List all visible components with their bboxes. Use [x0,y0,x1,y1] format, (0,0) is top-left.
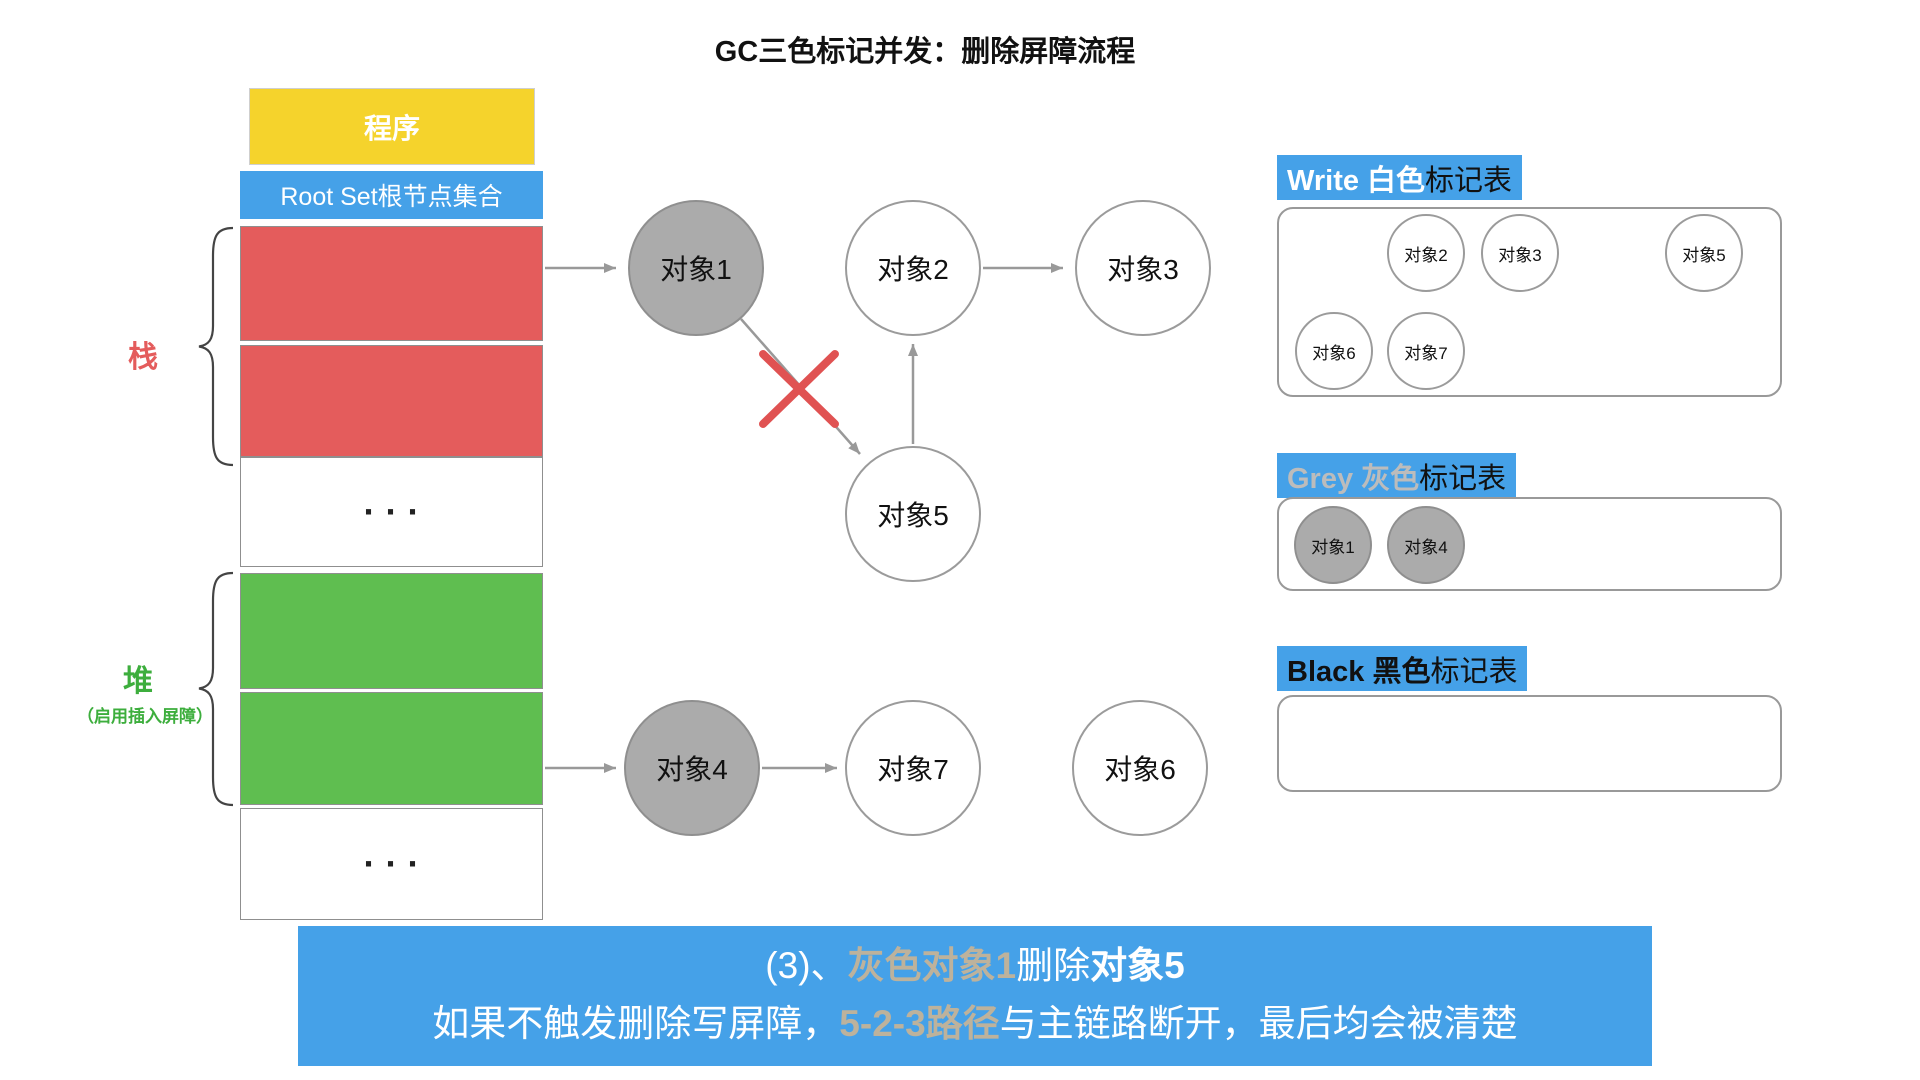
grey-table-item-obj4: 对象4 [1387,506,1465,584]
white-table-title-strong: Write 白色 [1287,164,1426,197]
node-obj3: 对象3 [1075,200,1211,336]
caption-line2-end: 与主链路断开，最后均会被清楚 [999,1003,1518,1044]
node-obj7-label: 对象7 [877,754,949,785]
white-table-item-obj7: 对象7 [1387,312,1465,390]
caption-line1-strong: 对象5 [1090,945,1185,986]
stack-slot-2 [240,345,543,457]
root-set-label: Root Set根节点集合 [280,183,503,211]
root-set-box: Root Set根节点集合 [240,171,543,219]
grey-table-item-obj1: 对象1 [1294,506,1372,584]
node-obj1-label: 对象1 [660,254,732,285]
white-table-item-obj6: 对象6 [1295,312,1373,390]
black-table-header: Black 黑色标记表 [1277,646,1528,691]
white-table-item-obj7-label: 对象7 [1404,343,1448,363]
caption-line1-prefix: (3)、 [765,945,848,986]
black-table-title-strong: Black 黑色 [1287,655,1431,688]
caption-line2: 如果不触发删除写屏障，5-2-3路径与主链路断开，最后均会被清楚 [298,995,1652,1053]
heap-ellipsis-box: ··· [240,808,543,920]
white-table-title-rest: 标记表 [1425,164,1513,197]
white-table-item-obj6-label: 对象6 [1312,343,1356,363]
white-table-item-obj5: 对象5 [1665,214,1743,292]
node-obj2-label: 对象2 [877,254,949,285]
node-obj5-label: 对象5 [877,500,949,531]
stack-slot-1 [240,226,543,341]
caption-line2-start: 如果不触发删除写屏障， [432,1003,840,1044]
heap-barrier-note: （启用插入屏障） [77,707,213,726]
grey-table-title-strong: Grey 灰色 [1287,462,1420,495]
node-obj2: 对象2 [845,200,981,336]
program-label: 程序 [363,112,420,144]
node-obj5: 对象5 [845,446,981,582]
node-obj4: 对象4 [624,700,760,836]
caption-line1: (3)、灰色对象1删除对象5 [298,937,1652,995]
delete-cross-icon [759,350,839,428]
stack-label: 栈 [128,341,158,374]
heap-label: 堆 [123,665,153,698]
black-table-title-rest: 标记表 [1430,655,1518,688]
stack-ellipsis-box: ··· [240,457,543,567]
grey-table-title-rest: 标记表 [1419,462,1507,495]
program-box: 程序 [249,88,535,165]
caption-line2-highlight: 5-2-3路径 [839,1003,1000,1044]
heap-brace [198,571,234,807]
node-obj7: 对象7 [845,700,981,836]
white-table-item-obj3: 对象3 [1481,214,1559,292]
ellipsis-bottom: ··· [363,843,430,884]
node-obj6-label: 对象6 [1104,754,1176,785]
arrow-obj1-to-obj5 [740,318,861,455]
stack-brace [198,226,234,467]
caption-line1-mid: 删除 [1016,945,1091,986]
grey-table-item-obj1-label: 对象1 [1311,537,1355,557]
black-table-body [1277,695,1782,792]
caption-banner: (3)、灰色对象1删除对象5 如果不触发删除写屏障，5-2-3路径与主链路断开，… [298,926,1652,1066]
node-obj6: 对象6 [1072,700,1208,836]
grey-table-header: Grey 灰色标记表 [1277,453,1517,498]
node-obj3-label: 对象3 [1107,254,1179,285]
white-table-item-obj3-label: 对象3 [1498,245,1542,265]
page-title: GC三色标记并发：删除屏障流程 [714,36,1136,68]
ellipsis-top: ··· [363,491,430,532]
grey-table-item-obj4-label: 对象4 [1404,537,1448,557]
heap-slot-2 [240,692,543,805]
white-table-item-obj5-label: 对象5 [1682,245,1726,265]
caption-line1-grey: 灰色对象1 [847,945,1017,986]
heap-slot-1 [240,573,543,689]
white-table-item-obj2-label: 对象2 [1404,245,1448,265]
white-table-header: Write 白色标记表 [1277,155,1523,200]
node-obj4-label: 对象4 [656,754,728,785]
white-table-item-obj2: 对象2 [1387,214,1465,292]
node-obj1: 对象1 [628,200,764,336]
